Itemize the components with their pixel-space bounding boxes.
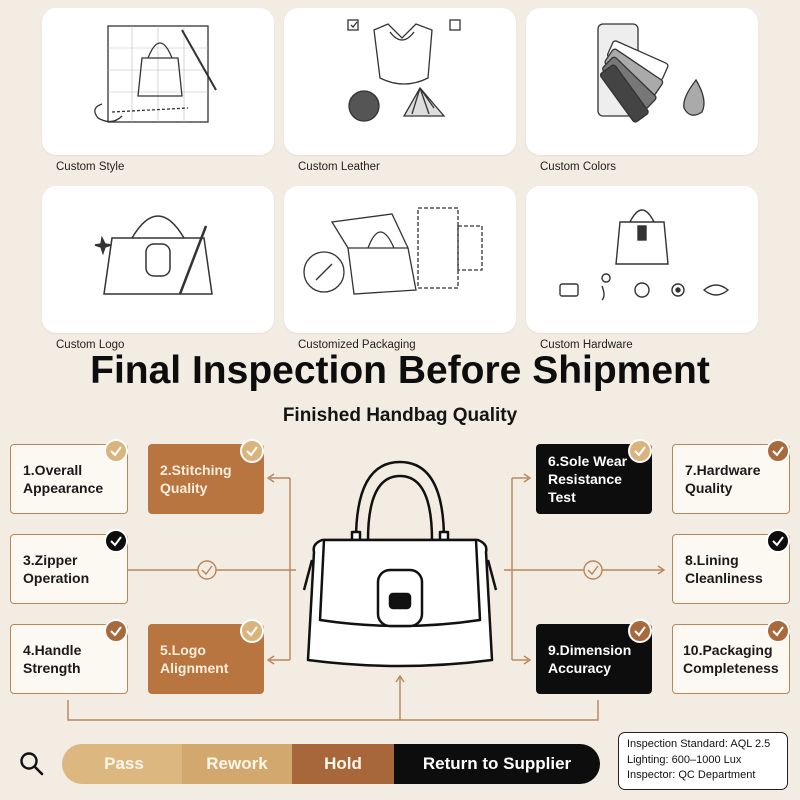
checkmark-icon (766, 619, 790, 643)
card-custom-hardware[interactable]: Custom Hardware (526, 186, 758, 351)
check-label: 2.Stitching Quality (160, 462, 232, 496)
check-label: 9.Dimension Accuracy (548, 642, 632, 676)
handbag-icon (302, 460, 498, 668)
check-label: 10.Packaging Completeness (683, 642, 779, 676)
card-custom-leather[interactable]: Custom Leather (284, 8, 516, 173)
check-label: 6.Sole Wear Resistance Test (548, 453, 628, 505)
card-custom-logo[interactable]: Custom Logo (42, 186, 274, 351)
status-pass-button[interactable]: Pass (62, 744, 182, 784)
check-lining-cleanliness[interactable]: 8.Lining Cleanliness (672, 534, 790, 604)
checkmark-icon (628, 439, 652, 463)
card-label: Customized Packaging (298, 339, 416, 351)
checkmark-icon (104, 619, 128, 643)
hardware-icon (559, 209, 730, 301)
card-label: Custom Leather (298, 161, 380, 173)
status-hold-button[interactable]: Hold (292, 744, 394, 784)
checkmark-icon (240, 619, 264, 643)
status-bar: Pass Rework Hold Return to Supplier (62, 744, 600, 784)
color-swatch-icon (597, 23, 705, 123)
card-custom-colors[interactable]: Custom Colors (526, 8, 758, 173)
logo-handbag-icon (94, 215, 213, 295)
page-title: Final Inspection Before Shipment (90, 349, 710, 392)
pattern-drafting-icon (94, 25, 217, 123)
check-label: 3.Zipper Operation (23, 552, 90, 586)
inspection-standard: Inspection Standard: AQL 2.5 (627, 738, 771, 750)
checkmark-icon (104, 529, 128, 553)
check-label: 8.Lining Cleanliness (685, 552, 763, 586)
checkmark-icon (766, 439, 790, 463)
search-icon[interactable] (19, 751, 45, 777)
card-label: Custom Colors (540, 161, 617, 173)
check-label: 5.Logo Alignment (160, 642, 229, 676)
checkmark-icon (628, 619, 652, 643)
card-label: Custom Logo (56, 339, 125, 351)
packaging-box-icon (303, 207, 483, 295)
check-handle-strength[interactable]: 4.Handle Strength (10, 624, 128, 694)
check-sole-wear-resistance[interactable]: 6.Sole Wear Resistance Test (536, 444, 652, 514)
card-label: Custom Hardware (540, 339, 633, 351)
inspection-inspector: Inspector: QC Department (627, 769, 756, 781)
inspection-info-box: Inspection Standard: AQL 2.5 Lighting: 6… (618, 732, 788, 790)
card-label: Custom Style (56, 161, 125, 173)
card-custom-style[interactable]: Custom Style (42, 8, 274, 173)
status-rework-button[interactable]: Rework (182, 744, 292, 784)
check-label: 1.Overall Appearance (23, 462, 104, 496)
checkmark-icon (104, 439, 128, 463)
status-return-button[interactable]: Return to Supplier (394, 744, 600, 784)
leather-icon (347, 19, 461, 122)
checkmark-icon (240, 439, 264, 463)
check-label: 7.Hardware Quality (685, 462, 761, 496)
page-subtitle: Finished Handbag Quality (282, 405, 518, 426)
inspection-lighting: Lighting: 600–1000 Lux (627, 753, 742, 766)
checkmark-icon (766, 529, 790, 553)
card-customized-packaging[interactable]: Customized Packaging (284, 186, 516, 351)
check-label: 4.Handle Strength (23, 642, 82, 676)
